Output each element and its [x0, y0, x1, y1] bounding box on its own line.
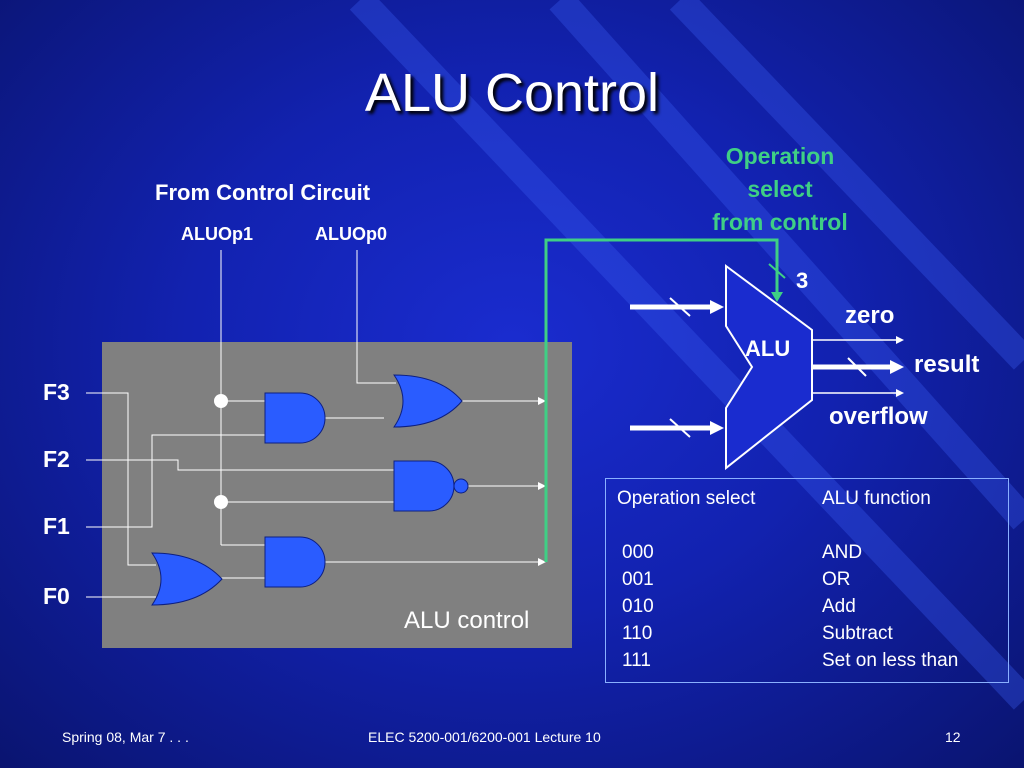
- alu-control-label: ALU control: [404, 607, 530, 634]
- table-cell-function: Set on less than: [822, 650, 959, 671]
- and-gate-icon: [264, 536, 326, 588]
- table-cell-code: 000: [622, 542, 654, 563]
- bus-width-label: 3: [796, 268, 809, 293]
- table-header-operation: Operation select: [617, 488, 756, 509]
- input-f3-label: F3: [43, 379, 70, 405]
- alu-function-table: Operation select ALU function 000 AND 00…: [605, 478, 1009, 683]
- table-cell-code: 111: [622, 650, 651, 671]
- input-f2-label: F2: [43, 446, 70, 472]
- f-input-wires: [86, 392, 394, 598]
- from-control-label: From Control Circuit: [155, 180, 371, 205]
- table-cell-code: 110: [622, 623, 653, 644]
- aluop1-label: ALUOp1: [181, 224, 253, 244]
- zero-label: zero: [845, 302, 895, 329]
- or-gate-icon: [393, 374, 463, 428]
- table-cell-function: Subtract: [822, 623, 893, 644]
- input-f1-label: F1: [43, 513, 70, 539]
- table-cell-function: AND: [822, 542, 863, 563]
- alu-input-arrows: [630, 297, 724, 438]
- inverter-bubble-icon: [453, 478, 469, 494]
- operation-select-label: Operation select from control: [690, 140, 870, 239]
- table-cell-function: Add: [822, 596, 856, 617]
- footer-date: Spring 08, Mar 7 . . .: [62, 729, 189, 745]
- output-wires: [325, 397, 546, 566]
- alu-output-arrows: [812, 336, 904, 397]
- table-cell-code: 001: [622, 569, 654, 590]
- junction-dot: [214, 394, 228, 408]
- alu-block: [725, 264, 813, 471]
- overflow-label: overflow: [829, 403, 928, 430]
- from-control-line: from control: [712, 209, 848, 235]
- page-number: 12: [945, 729, 961, 745]
- result-label: result: [914, 351, 980, 378]
- and-gate-icon: [264, 392, 326, 444]
- slide-title: ALU Control: [364, 63, 660, 123]
- table-cell-code: 010: [622, 596, 654, 617]
- table-header-function: ALU function: [822, 488, 931, 509]
- bus-slash-icon: [768, 263, 786, 279]
- operation-line: Operation: [725, 143, 835, 169]
- operation-select-bus: [544, 238, 779, 562]
- select-line: select: [747, 176, 813, 202]
- or-gate-icon: [151, 552, 223, 606]
- junction-dot: [214, 495, 228, 509]
- input-f0-label: F0: [43, 583, 70, 609]
- alu-label: ALU: [745, 336, 791, 361]
- footer-course: ELEC 5200-001/6200-001 Lecture 10: [368, 729, 601, 745]
- nand-gate-icon: [393, 460, 455, 512]
- aluop0-label: ALUOp0: [315, 224, 387, 244]
- table-cell-function: OR: [822, 569, 851, 590]
